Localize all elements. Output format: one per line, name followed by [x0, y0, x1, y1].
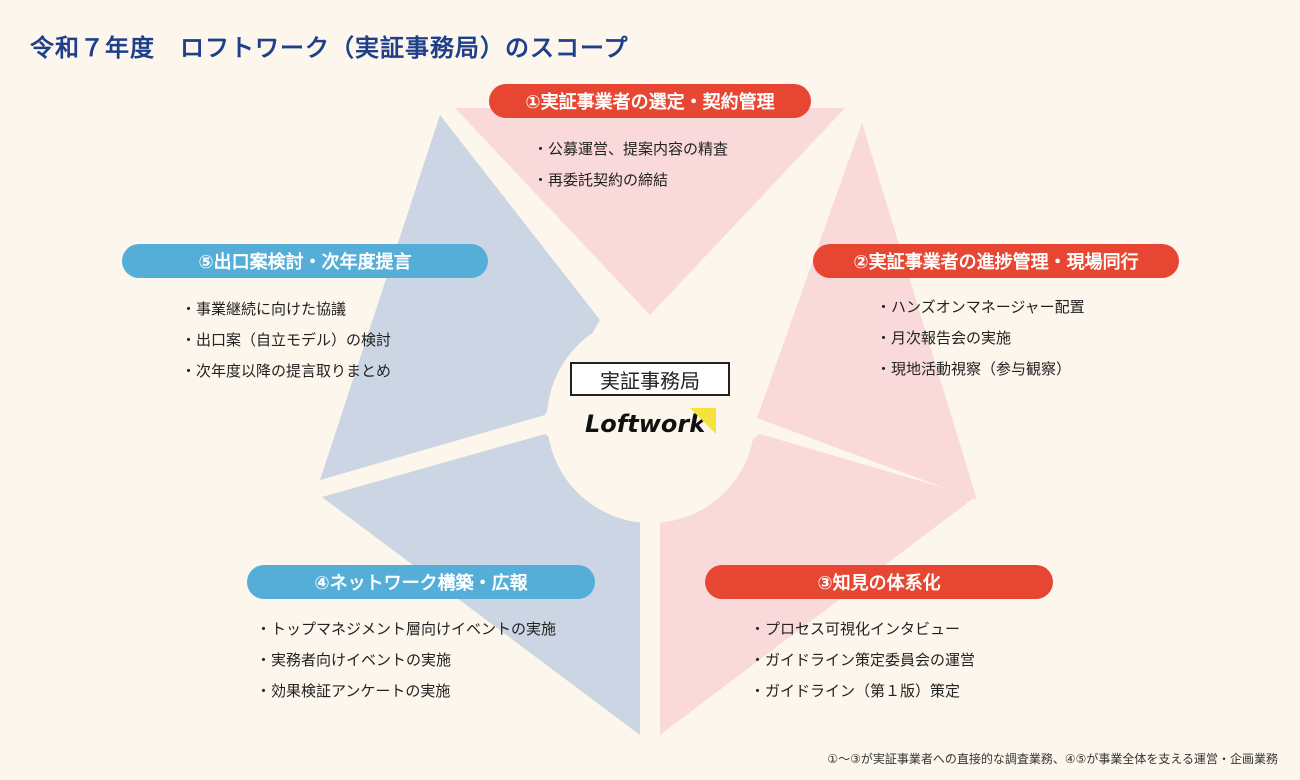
center-circle — [547, 315, 755, 523]
list-item: 次年度以降の提言取りまとめ — [181, 356, 391, 387]
list-item: トップマネジメント層向けイベントの実施 — [256, 614, 556, 645]
list-item: ガイドライン（第１版）策定 — [750, 676, 975, 707]
page-title: 令和７年度 ロフトワーク（実証事務局）のスコープ — [30, 34, 629, 62]
section-3-heading: ③知見の体系化 — [705, 565, 1053, 599]
section-2-heading: ②実証事業者の進捗管理・現場同行 — [813, 244, 1179, 278]
list-item: 事業継続に向けた協議 — [181, 294, 391, 325]
section-4-list: トップマネジメント層向けイベントの実施 実務者向けイベントの実施 効果検証アンケ… — [256, 614, 556, 707]
section-5-list: 事業継続に向けた協議 出口案（自立モデル）の検討 次年度以降の提言取りまとめ — [181, 294, 391, 387]
loftwork-logo: Loftwork — [585, 410, 706, 438]
list-item: 月次報告会の実施 — [876, 323, 1085, 354]
list-item: 実務者向けイベントの実施 — [256, 645, 556, 676]
list-item: 現地活動視察（参与観察） — [876, 354, 1085, 385]
segment-5 — [320, 115, 600, 480]
center-label: 実証事務局 — [570, 362, 730, 396]
list-item: 公募運営、提案内容の精査 — [533, 134, 728, 165]
list-item: プロセス可視化インタビュー — [750, 614, 975, 645]
list-item: 出口案（自立モデル）の検討 — [181, 325, 391, 356]
section-2-list: ハンズオンマネージャー配置 月次報告会の実施 現地活動視察（参与観察） — [876, 292, 1085, 385]
section-5-heading: ⑤出口案検討・次年度提言 — [122, 244, 488, 278]
section-3-list: プロセス可視化インタビュー ガイドライン策定委員会の運営 ガイドライン（第１版）… — [750, 614, 975, 707]
section-1-heading: ①実証事業者の選定・契約管理 — [489, 84, 811, 118]
list-item: 再委託契約の締結 — [533, 165, 728, 196]
logo-mark-icon — [690, 408, 716, 434]
section-4-heading: ④ネットワーク構築・広報 — [247, 565, 595, 599]
list-item: ハンズオンマネージャー配置 — [876, 292, 1085, 323]
list-item: ガイドライン策定委員会の運営 — [750, 645, 975, 676]
section-1-list: 公募運営、提案内容の精査 再委託契約の締結 — [533, 134, 728, 196]
footnote: ①〜③が実証事業者への直接的な調査業務、④⑤が事業全体を支える運営・企画業務 — [827, 752, 1278, 766]
list-item: 効果検証アンケートの実施 — [256, 676, 556, 707]
segment-2 — [757, 123, 977, 500]
